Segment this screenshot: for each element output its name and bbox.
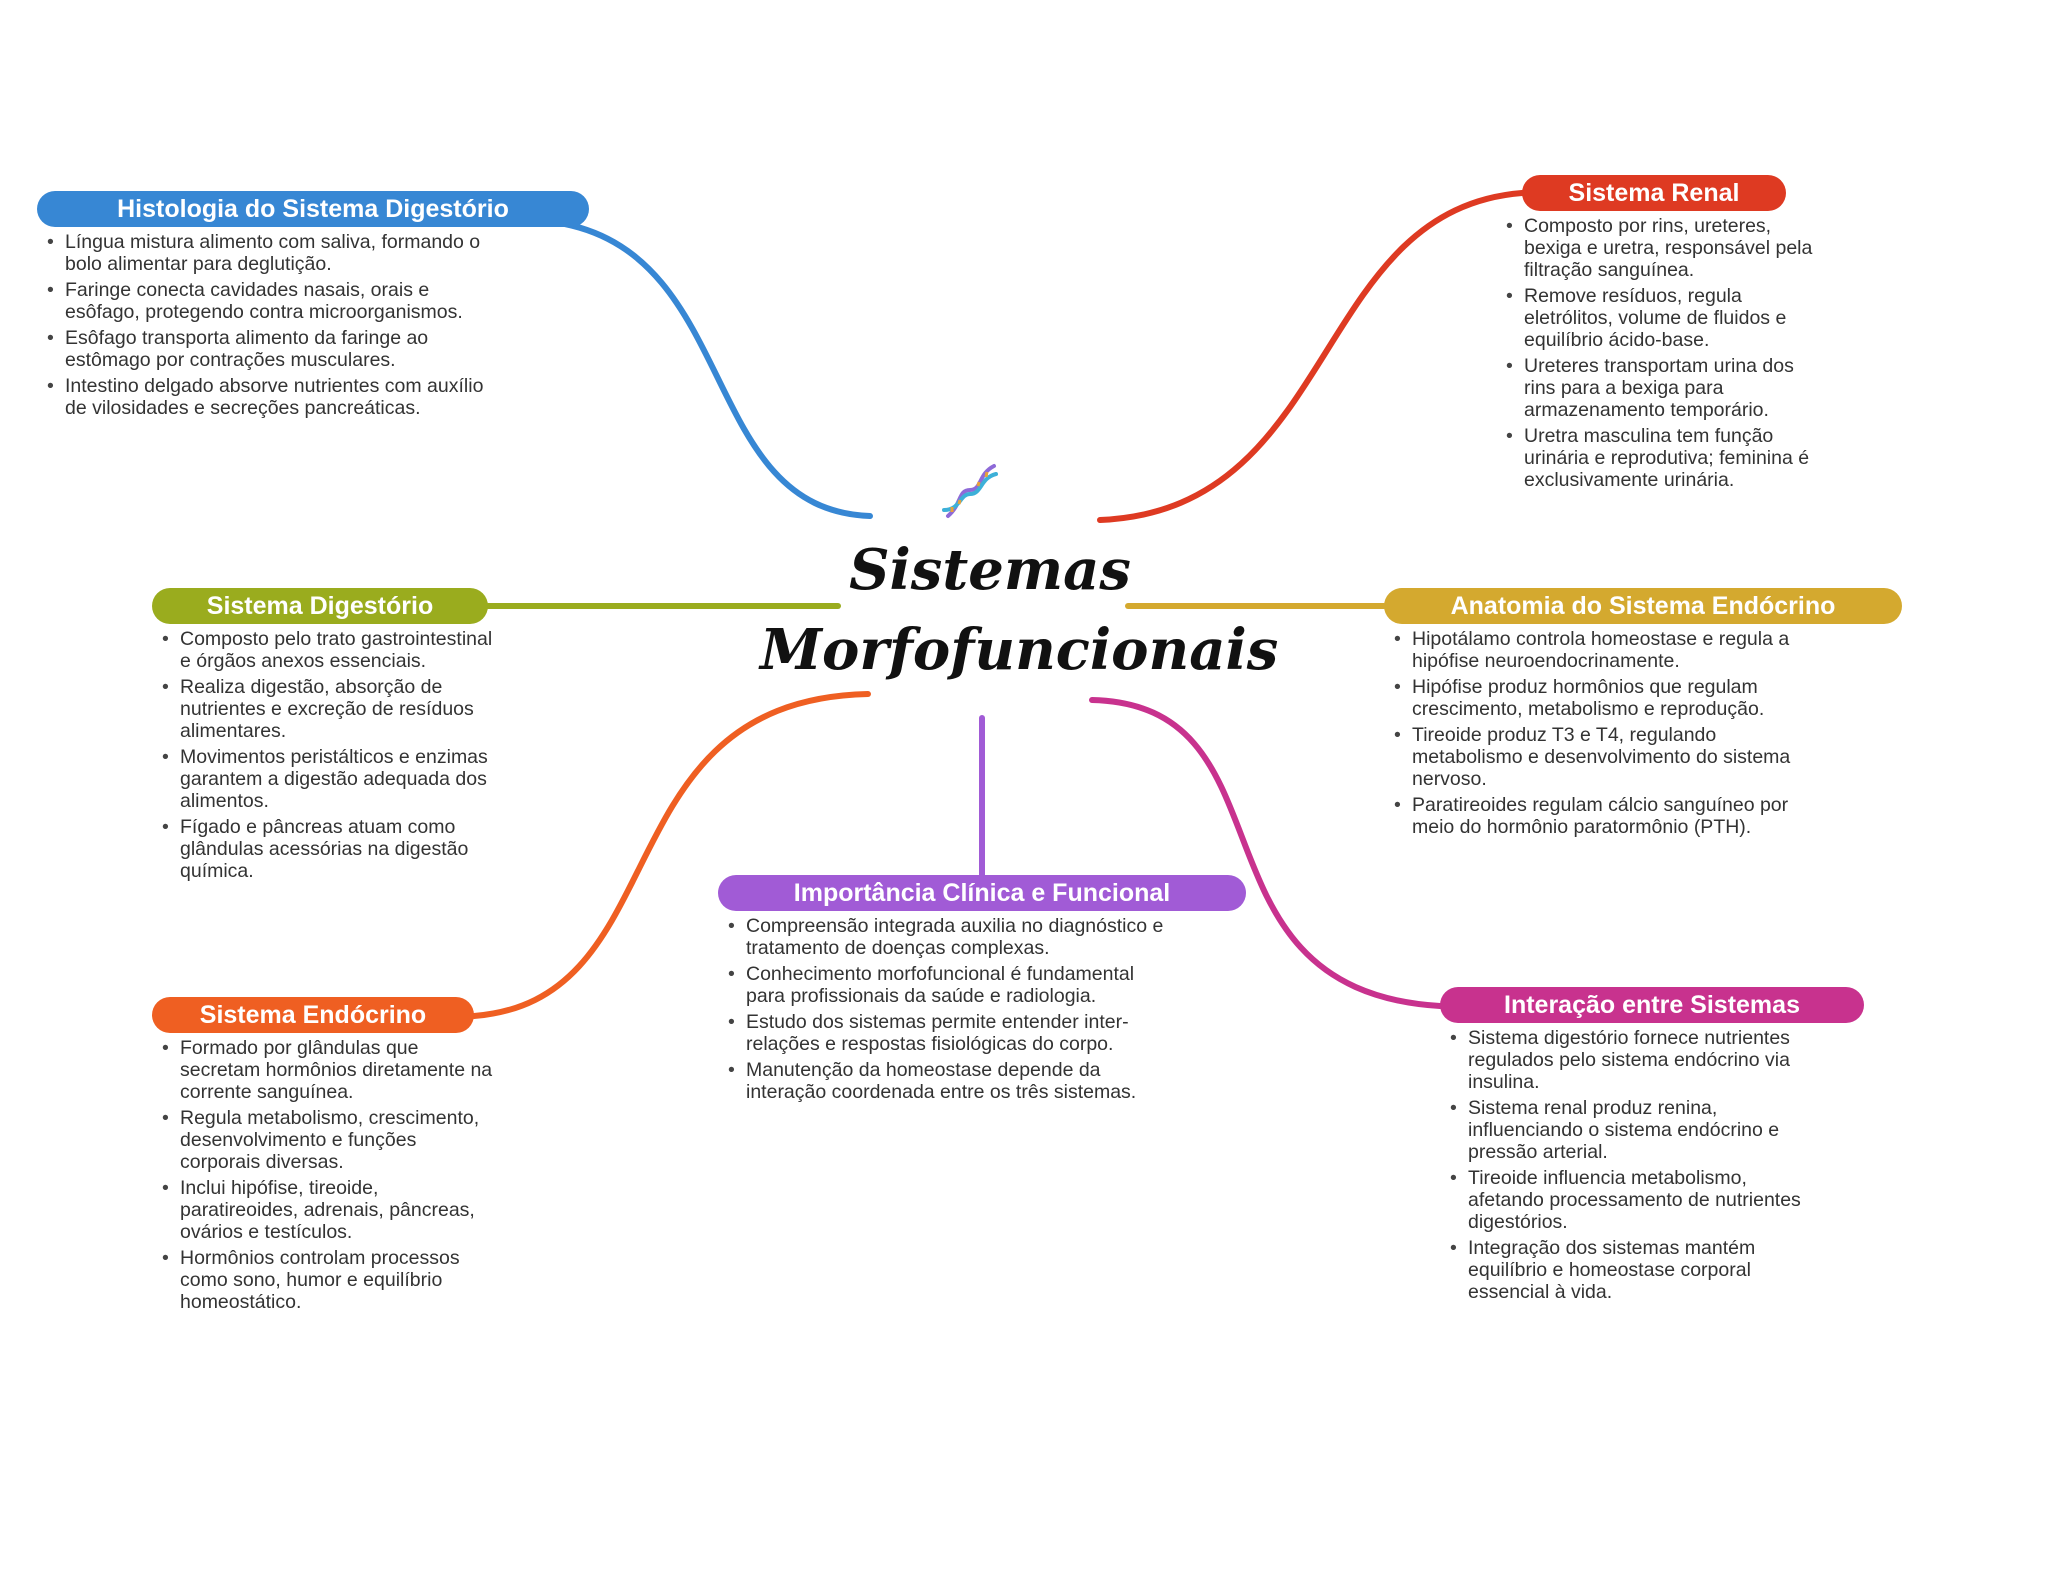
central-title-line2: Morfofuncionais — [760, 617, 1279, 683]
list-item: Esôfago transporta alimento da faringe a… — [43, 327, 503, 371]
branch-interacao-list: Sistema digestório fornece nutrientes re… — [1446, 1027, 1826, 1303]
central-title-line1: Sistemas — [849, 537, 1131, 603]
list-item: Hipófise produz hormônios que regulam cr… — [1390, 676, 1830, 720]
branch-interacao-label[interactable]: Interação entre Sistemas — [1440, 987, 1864, 1023]
branch-importancia-label[interactable]: Importância Clínica e Funcional — [718, 875, 1246, 911]
branch-histologia-list: Língua mistura alimento com saliva, form… — [43, 231, 503, 419]
link-histologia — [562, 221, 873, 519]
branch-endocrino-label[interactable]: Sistema Endócrino — [152, 997, 474, 1033]
branch-digestorio: Sistema Digestório Composto pelo trato g… — [152, 588, 498, 886]
branch-endocrino-list: Formado por glândulas que secretam hormô… — [158, 1037, 498, 1313]
list-item: Estudo dos sistemas permite entender int… — [724, 1011, 1174, 1055]
link-renal — [1097, 190, 1525, 523]
list-item: Sistema digestório fornece nutrientes re… — [1446, 1027, 1826, 1093]
branch-histologia-label[interactable]: Histologia do Sistema Digestório — [37, 191, 589, 227]
list-item: Integração dos sistemas mantém equilíbri… — [1446, 1237, 1826, 1303]
link-interacao — [1089, 697, 1443, 1009]
list-item: Tireoide influencia metabolismo, afetand… — [1446, 1167, 1826, 1233]
list-item: Fígado e pâncreas atuam como glândulas a… — [158, 816, 498, 882]
list-item: Inclui hipófise, tireoide, paratireoides… — [158, 1177, 498, 1243]
list-item: Manutenção da homeostase depende da inte… — [724, 1059, 1174, 1103]
list-item: Conhecimento morfofuncional é fundamenta… — [724, 963, 1174, 1007]
list-item: Composto pelo trato gastrointestinal e ó… — [158, 628, 498, 672]
branch-digestorio-list: Composto pelo trato gastrointestinal e ó… — [158, 628, 498, 882]
branch-renal-label[interactable]: Sistema Renal — [1522, 175, 1786, 211]
branch-anatomia-endocrino: Anatomia do Sistema Endócrino Hipotálamo… — [1384, 588, 1902, 842]
list-item: Faringe conecta cavidades nasais, orais … — [43, 279, 503, 323]
branch-interacao: Interação entre Sistemas Sistema digestó… — [1440, 987, 1864, 1307]
list-item: Paratireoides regulam cálcio sanguíneo p… — [1390, 794, 1830, 838]
branch-anatomia-label[interactable]: Anatomia do Sistema Endócrino — [1384, 588, 1902, 624]
list-item: Compreensão integrada auxilia no diagnós… — [724, 915, 1174, 959]
central-title: Sistemas Morfofuncionais — [760, 530, 1279, 690]
branch-importancia: Importância Clínica e Funcional Compreen… — [718, 875, 1246, 1107]
branch-endocrino: Sistema Endócrino Formado por glândulas … — [152, 997, 498, 1317]
branch-histologia: Histologia do Sistema Digestório Língua … — [37, 191, 589, 423]
list-item: Composto por rins, ureteres, bexiga e ur… — [1502, 215, 1822, 281]
list-item: Hormônios controlam processos como sono,… — [158, 1247, 498, 1313]
list-item: Movimentos peristálticos e enzimas garan… — [158, 746, 498, 812]
list-item: Língua mistura alimento com saliva, form… — [43, 231, 503, 275]
list-item: Intestino delgado absorve nutrientes com… — [43, 375, 503, 419]
list-item: Hipotálamo controla homeostase e regula … — [1390, 628, 1830, 672]
dna-icon — [942, 464, 998, 518]
branch-importancia-list: Compreensão integrada auxilia no diagnós… — [724, 915, 1174, 1103]
list-item: Formado por glândulas que secretam hormô… — [158, 1037, 498, 1103]
list-item: Sistema renal produz renina, influencian… — [1446, 1097, 1826, 1163]
list-item: Regula metabolismo, crescimento, desenvo… — [158, 1107, 498, 1173]
link-endocrino — [471, 691, 871, 1019]
list-item: Ureteres transportam urina dos rins para… — [1502, 355, 1822, 421]
list-item: Realiza digestão, absorção de nutrientes… — [158, 676, 498, 742]
branch-renal-list: Composto por rins, ureteres, bexiga e ur… — [1502, 215, 1822, 491]
branch-anatomia-list: Hipotálamo controla homeostase e regula … — [1390, 628, 1830, 838]
branch-renal: Sistema Renal Composto por rins, uretere… — [1506, 175, 1822, 495]
list-item: Tireoide produz T3 e T4, regulando metab… — [1390, 724, 1830, 790]
branch-digestorio-label[interactable]: Sistema Digestório — [152, 588, 488, 624]
list-item: Uretra masculina tem função urinária e r… — [1502, 425, 1822, 491]
list-item: Remove resíduos, regula eletrólitos, vol… — [1502, 285, 1822, 351]
